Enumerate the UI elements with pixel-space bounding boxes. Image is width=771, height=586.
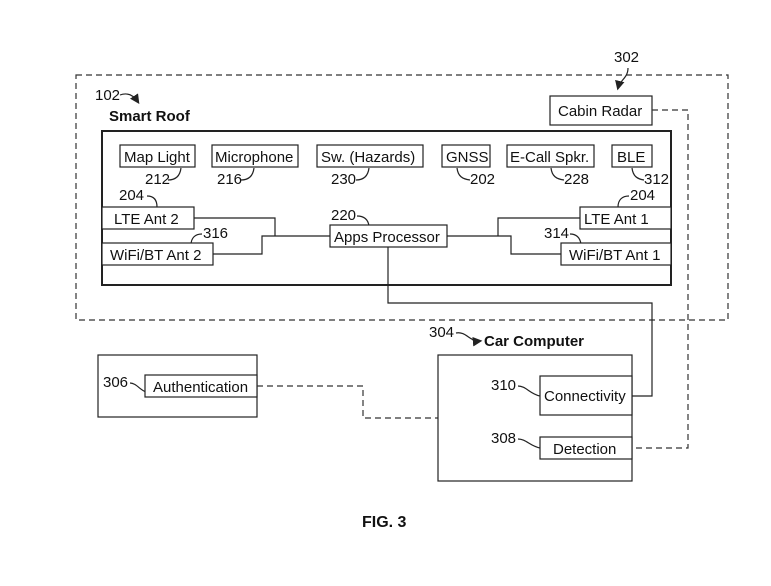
cabin-radar-ref: 302 — [614, 49, 639, 66]
detection-ref-leader — [517, 438, 541, 449]
authentication-label: Authentication — [153, 379, 248, 396]
detection-label: Detection — [553, 441, 616, 458]
smart-roof-ref-arrow — [119, 93, 140, 104]
smart-roof-dashed-boundary — [75, 74, 729, 321]
svg-text:Sw. (Hazards): Sw. (Hazards) — [321, 149, 415, 166]
wire-lte-ant-2 — [194, 217, 276, 236]
component-ecall-spkr: E-Call Spkr. 228 — [506, 144, 595, 188]
connectivity-box — [539, 375, 633, 416]
wire-lte-ant-1 — [497, 217, 580, 236]
authentication-ref: 306 — [103, 374, 128, 391]
lte-ant-2-ref: 204 — [119, 187, 144, 204]
svg-text:212: 212 — [145, 171, 170, 188]
apps-processor-ref: 220 — [331, 207, 356, 224]
svg-text:202: 202 — [470, 171, 495, 188]
wire-wifi-ant-2 — [213, 235, 330, 255]
lte-ant-2-label: LTE Ant 2 — [114, 211, 179, 228]
cabin-radar-label: Cabin Radar — [558, 103, 642, 120]
component-ble: BLE 312 — [611, 144, 669, 188]
component-gnss: GNSS 202 — [441, 144, 495, 188]
wifi-bt-ant-1-label: WiFi/BT Ant 1 — [569, 247, 660, 264]
detection-box — [539, 436, 633, 460]
authentication-ref-leader — [129, 382, 147, 393]
apps-processor-label: Apps Processor — [334, 229, 440, 246]
svg-text:Map Light: Map Light — [124, 149, 191, 166]
smart-roof-title: Smart Roof — [109, 108, 191, 125]
wire-apps-to-connectivity — [387, 247, 653, 397]
connectivity-ref-leader — [517, 385, 541, 397]
cabin-radar-ref-arrow — [615, 67, 629, 91]
connectivity-label: Connectivity — [544, 388, 626, 405]
wifi-bt-ant-2-ref: 316 — [203, 225, 228, 242]
svg-text:216: 216 — [217, 171, 242, 188]
car-computer-title: Car Computer — [484, 333, 584, 350]
svg-text:230: 230 — [331, 171, 356, 188]
component-map-light: Map Light 212 — [119, 144, 196, 188]
lte-ant-1-ref-leader — [617, 195, 630, 208]
wire-auth-to-car-computer — [257, 385, 438, 419]
component-microphone: Microphone 216 — [211, 144, 299, 188]
lte-ant-1-ref: 204 — [630, 187, 655, 204]
apps-processor-ref-leader — [356, 215, 370, 227]
lte-ant-2-ref-leader — [146, 195, 158, 208]
car-computer-ref-arrow — [455, 332, 483, 347]
svg-text:BLE: BLE — [617, 149, 645, 166]
connectivity-ref: 310 — [491, 377, 516, 394]
svg-text:E-Call Spkr.: E-Call Spkr. — [510, 149, 589, 166]
svg-text:312: 312 — [644, 171, 669, 188]
svg-text:GNSS: GNSS — [446, 149, 489, 166]
wire-radar-to-detection — [632, 109, 689, 449]
car-computer-box — [437, 354, 633, 482]
lte-ant-1-label: LTE Ant 1 — [584, 211, 649, 228]
svg-text:Microphone: Microphone — [215, 149, 293, 166]
wifi-bt-ant-2-label: WiFi/BT Ant 2 — [110, 247, 201, 264]
figure-caption: FIG. 3 — [362, 514, 407, 531]
svg-text:228: 228 — [564, 171, 589, 188]
smart-roof-ref: 102 — [95, 87, 120, 104]
wire-wifi-ant-1 — [447, 235, 561, 255]
detection-ref: 308 — [491, 430, 516, 447]
wifi-bt-ant-1-ref: 314 — [544, 225, 569, 242]
car-computer-ref: 304 — [429, 324, 454, 341]
component-sw-hazards: Sw. (Hazards) 230 — [316, 144, 424, 188]
